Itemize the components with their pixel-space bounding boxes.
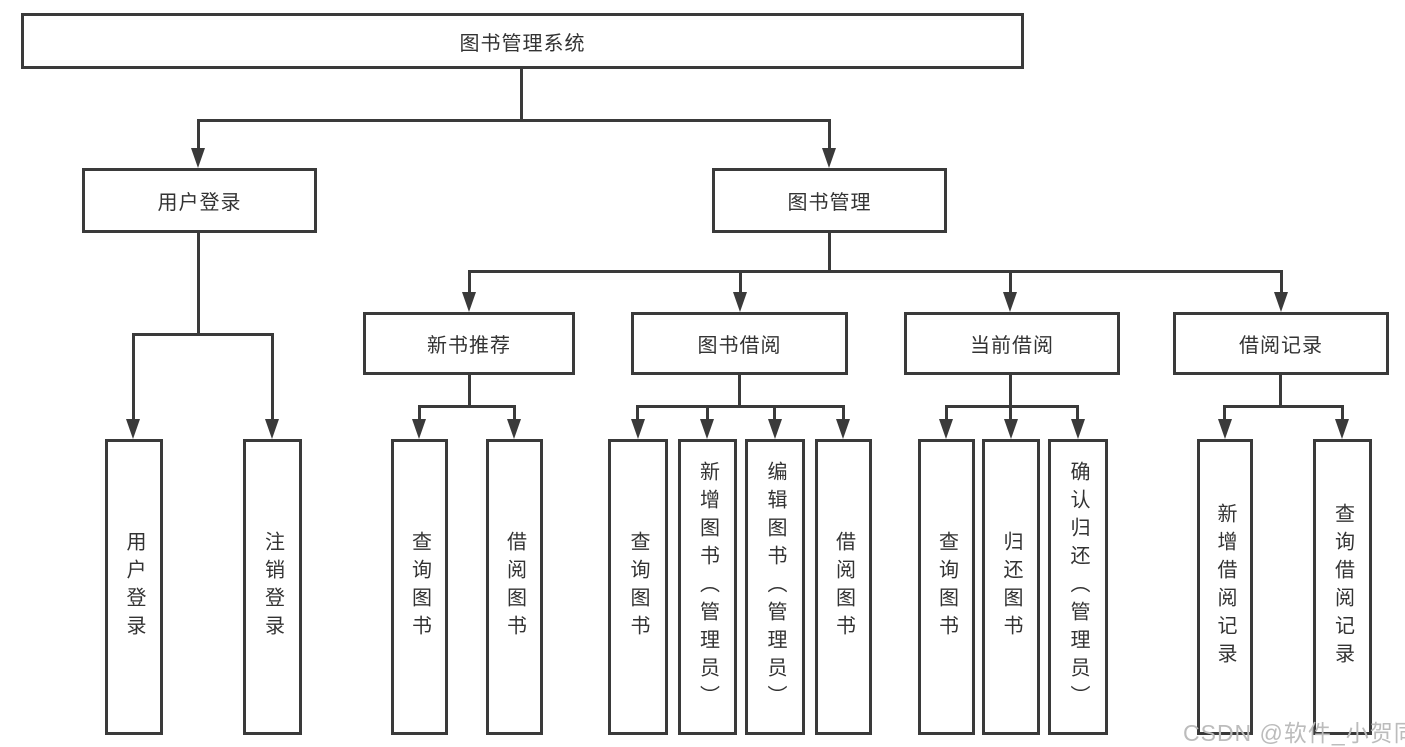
arrow-down-icon xyxy=(265,419,279,439)
arrow-down-icon xyxy=(1003,292,1017,312)
arrow-down-icon xyxy=(700,419,714,439)
connector-drop-leaf xyxy=(513,405,516,421)
node-book-borrowing: 图书借阅 xyxy=(631,312,848,375)
connector-root-drop xyxy=(520,68,523,121)
arrow-down-icon xyxy=(631,419,645,439)
node-user-login-branch: 用户登录 xyxy=(82,168,317,233)
node-new-book-recommend: 新书推荐 xyxy=(363,312,575,375)
node-leaf-borrowing-borrow-books: 借阅图书 xyxy=(815,439,872,735)
arrow-down-icon xyxy=(822,148,836,168)
node-label: 借阅图书 xyxy=(503,531,526,643)
node-leaf-recommend-borrow-books: 借阅图书 xyxy=(486,439,543,735)
node-leaf-records-add-record: 新增借阅记录 xyxy=(1197,439,1253,735)
arrow-down-icon xyxy=(836,419,850,439)
node-leaf-current-return-books: 归还图书 xyxy=(982,439,1040,735)
connector-drop-leaf xyxy=(706,405,709,421)
arrow-down-icon xyxy=(462,292,476,312)
node-label: 查询借阅记录 xyxy=(1331,503,1354,671)
node-label: 查询图书 xyxy=(408,531,431,643)
connector-drop-new-book-recommend xyxy=(468,270,471,296)
connector-borrowing-drop xyxy=(738,375,741,407)
connector-drop-user-login xyxy=(197,119,200,149)
connector-drop-leaf xyxy=(1076,405,1079,421)
arrow-down-icon xyxy=(733,292,747,312)
node-label: 借阅记录 xyxy=(1239,335,1323,357)
connector-current-split xyxy=(945,405,1079,408)
node-borrowing-records: 借阅记录 xyxy=(1173,312,1389,375)
connector-drop-leaf-login xyxy=(132,333,135,421)
connector-recommend-split xyxy=(418,405,516,408)
csdn-watermark: CSDN @软件_小贺同学 xyxy=(1183,720,1405,746)
connector-records-drop xyxy=(1279,375,1282,407)
connector-book-management-drop xyxy=(828,233,831,272)
node-leaf-borrowing-query-books: 查询图书 xyxy=(608,439,668,735)
node-label: 当前借阅 xyxy=(970,335,1054,357)
connector-drop-current-borrowing xyxy=(1009,270,1012,296)
arrow-down-icon xyxy=(939,419,953,439)
node-leaf-records-query-record: 查询借阅记录 xyxy=(1313,439,1372,735)
node-label: 归还图书 xyxy=(1000,531,1022,643)
node-label: 确认归还（管理员） xyxy=(1067,461,1089,713)
node-label: 用户登录 xyxy=(123,531,145,643)
connector-drop-leaf xyxy=(1341,405,1344,421)
node-label: 新增图书（管理员） xyxy=(696,461,719,713)
node-leaf-borrowing-edit-books: 编辑图书（管理员） xyxy=(745,439,805,735)
node-label: 图书管理系统 xyxy=(459,32,586,55)
node-leaf-borrowing-add-books: 新增图书（管理员） xyxy=(678,439,737,735)
connector-level1-split xyxy=(197,119,831,122)
node-leaf-logout: 注销登录 xyxy=(243,439,302,735)
connector-drop-leaf xyxy=(1009,405,1012,421)
node-label: 查询图书 xyxy=(627,531,649,643)
node-current-borrowing: 当前借阅 xyxy=(904,312,1120,375)
connector-drop-leaf xyxy=(842,405,845,421)
arrow-down-icon xyxy=(126,419,140,439)
arrow-down-icon xyxy=(1004,419,1018,439)
connector-drop-book-management xyxy=(828,119,831,149)
node-label: 新增借阅记录 xyxy=(1214,503,1236,671)
connector-drop-leaf xyxy=(773,405,776,421)
node-label: 图书借阅 xyxy=(697,335,782,357)
arrow-down-icon xyxy=(768,419,782,439)
node-leaf-current-confirm-return: 确认归还（管理员） xyxy=(1048,439,1108,735)
node-label: 图书管理 xyxy=(787,192,872,214)
connector-drop-leaf xyxy=(636,405,639,421)
node-library-management-system: 图书管理系统 xyxy=(21,13,1024,69)
node-book-management-branch: 图书管理 xyxy=(712,168,947,233)
connector-recommend-drop xyxy=(468,375,471,407)
node-leaf-recommend-query-books: 查询图书 xyxy=(391,439,448,735)
node-label: 查询图书 xyxy=(935,531,958,643)
node-label: 新书推荐 xyxy=(427,335,511,357)
arrow-down-icon xyxy=(1218,419,1232,439)
arrow-down-icon xyxy=(1274,292,1288,312)
connector-user-login-drop xyxy=(197,233,200,336)
node-label: 用户登录 xyxy=(157,192,242,214)
node-label: 编辑图书（管理员） xyxy=(764,461,786,713)
connector-drop-leaf xyxy=(418,405,421,421)
connector-records-split xyxy=(1223,405,1344,408)
connector-drop-book-borrowing xyxy=(739,270,742,296)
arrow-down-icon xyxy=(1335,419,1349,439)
connector-drop-leaf-logout xyxy=(271,333,274,421)
connector-current-drop xyxy=(1009,375,1012,407)
arrow-down-icon xyxy=(507,419,521,439)
connector-modules-split xyxy=(468,270,1282,273)
node-label: 借阅图书 xyxy=(832,531,855,643)
connector-drop-leaf xyxy=(945,405,948,421)
connector-drop-leaf xyxy=(1223,405,1226,421)
connector-user-login-split xyxy=(132,333,274,336)
arrow-down-icon xyxy=(1071,419,1085,439)
arrow-down-icon xyxy=(191,148,205,168)
node-leaf-user-login: 用户登录 xyxy=(105,439,163,735)
arrow-down-icon xyxy=(412,419,426,439)
connector-drop-borrowing-records xyxy=(1280,270,1283,296)
node-leaf-current-query-books: 查询图书 xyxy=(918,439,975,735)
node-label: 注销登录 xyxy=(261,531,284,643)
connector-borrowing-split xyxy=(636,405,845,408)
